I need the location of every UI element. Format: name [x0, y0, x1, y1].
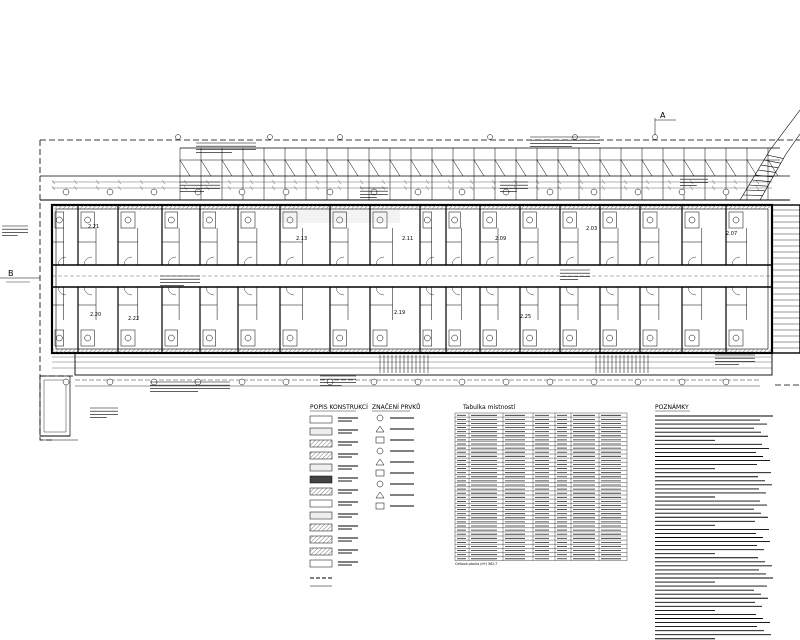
left-entrance: [39, 375, 78, 441]
room-label-2-25: 2.25: [520, 314, 531, 320]
room-table-title: Tabulka místností: [462, 404, 516, 411]
room-label-2-13: 2.13: [296, 236, 307, 242]
right-annex: [771, 204, 800, 354]
wall-hatching: [52, 205, 772, 353]
section-marker-a: A: [655, 111, 676, 121]
right-stair-wing: [654, 109, 800, 201]
room-label-2-19: 2.19: [394, 310, 405, 316]
grid-axes: [62, 134, 730, 386]
roof-truss-zone: [40, 147, 790, 201]
lower-strip: [74, 352, 773, 387]
room-schedule-table: Tabulka místností Celková plocha (m²) 56…: [454, 404, 628, 566]
general-notes: POZNÁMKY: [655, 404, 773, 640]
room-label-2-21: 2.21: [88, 224, 99, 230]
room-label-2-07: 2.07: [726, 231, 737, 237]
section-label-b: B: [8, 269, 14, 278]
callout-notes: [2, 136, 755, 418]
room-label-2-22: 2.22: [128, 316, 139, 322]
element-legend-title: ZNAČENÍ PRVKŮ: [372, 404, 420, 411]
section-label-a: A: [660, 111, 666, 120]
construction-legend-title: POPIS KONSTRUKCÍ: [310, 404, 368, 411]
room-label-2-11: 2.11: [402, 236, 413, 242]
dimension-lines: [51, 179, 772, 369]
room-label-2-09: 2.09: [495, 236, 506, 242]
section-marker-b: B: [0, 269, 40, 283]
room-label-2-20: 2.20: [90, 312, 101, 318]
element-legend: ZNAČENÍ PRVKŮ: [372, 404, 420, 510]
room-table-footer: Celková plocha (m²) 562,7: [455, 562, 497, 566]
construction-legend: POPIS KONSTRUKCÍ: [309, 404, 368, 587]
notes-title: POZNÁMKY: [655, 404, 689, 411]
room-label-2-03: 2.03: [586, 226, 597, 232]
room-labels: 2.21 2.13 2.11 2.09 2.03 2.07 2.20 2.19 …: [88, 224, 737, 322]
